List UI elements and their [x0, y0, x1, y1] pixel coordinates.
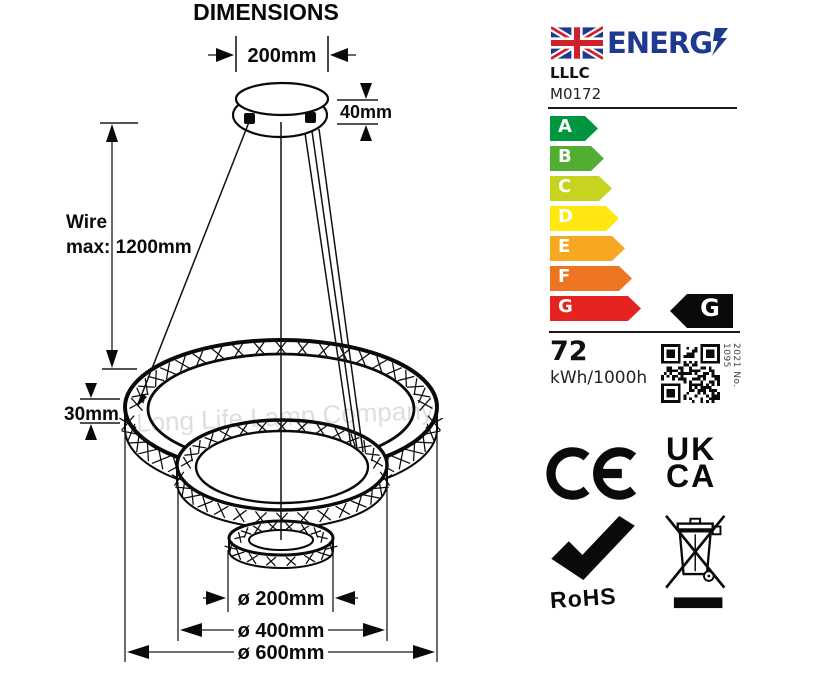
energy-grade-row-A: A [550, 116, 641, 141]
energy-grade-letter-A: A [558, 116, 572, 137]
energy-grade-bar-G [550, 296, 641, 321]
energy-grade-row-G: G [550, 296, 641, 321]
energy-grade-letter-F: F [558, 266, 571, 287]
energy-grade-row-F: F [550, 266, 641, 291]
dim-inner-diameter: ø 200mm [203, 588, 358, 610]
energy-rating-letter: G [700, 294, 720, 322]
energy-grade-bar-C [550, 176, 612, 201]
model-identifier: M0172 [550, 85, 602, 103]
energy-grade-row-B: B [550, 146, 641, 171]
ukca-mark: UK CA [666, 431, 717, 495]
dim-label-middle-diameter: ø 400mm [238, 620, 325, 642]
regulation-number: 2021 No. 1095 [721, 343, 741, 388]
divider [548, 107, 737, 109]
rohs-label: RoHS [549, 582, 618, 614]
ring-200mm [224, 519, 338, 569]
suspension-wires [137, 121, 364, 540]
weee-bin-icon [665, 514, 726, 609]
lightning-bolt-icon [712, 28, 728, 56]
energy-grade-row-E: E [550, 236, 641, 261]
ring-400mm [171, 418, 393, 529]
dim-label-canopy-width: 200mm [248, 45, 317, 67]
canopy-screw [244, 113, 255, 124]
weee-bar [673, 597, 723, 609]
dimensions-diagram: DIMENSIONS 200mm 40mm [64, 0, 443, 664]
dim-label-wire-2: max: 1200mm [66, 237, 192, 258]
energy-consumption-unit: kWh/1000h [550, 368, 648, 388]
qr-code [661, 344, 720, 403]
energy-grade-bar-B [550, 146, 604, 171]
energy-grade-bar-F [550, 266, 632, 291]
checkmark-icon [551, 516, 635, 581]
energy-grade-letter-B: B [558, 146, 572, 167]
dim-canopy-width: 200mm [208, 36, 356, 72]
energy-grade-row-D: D [550, 206, 641, 231]
energy-grade-bar-E [550, 236, 625, 261]
divider [549, 331, 740, 333]
energy-grade-letter-D: D [558, 206, 573, 227]
dim-label-canopy-height: 40mm [340, 102, 392, 122]
energy-grade-letter-E: E [558, 236, 571, 257]
dim-label-outer-diameter: ø 600mm [238, 642, 325, 664]
dim-ring-thickness: 30mm [64, 383, 120, 440]
page-title: DIMENSIONS [193, 0, 339, 25]
rohs-mark: RoHS [549, 516, 645, 613]
ce-mark-icon [546, 447, 637, 500]
dim-canopy-height: 40mm [337, 83, 392, 141]
energy-grade-row-C: C [550, 176, 641, 201]
canopy-screw [305, 112, 316, 123]
dim-label-wire-1: Wire [66, 212, 107, 233]
ukca-line2: CA [666, 458, 717, 495]
energy-grade-letter-C: C [558, 176, 572, 197]
supplier-name: LLLC [550, 64, 590, 82]
energy-grade-bar-D [550, 206, 619, 231]
dim-middle-diameter: ø 400mm [180, 620, 385, 642]
ceiling-canopy [231, 81, 330, 139]
dim-wire-length: Wire max: 1200mm [66, 122, 192, 370]
extension-lines [124, 432, 438, 662]
ukca-line1: UK [666, 431, 717, 467]
dim-label-ring-thickness: 30mm [64, 404, 119, 425]
energy-logo-text: ENERG [607, 26, 713, 60]
uk-flag-icon [551, 26, 603, 60]
energy-rating-indicator: G [670, 294, 733, 328]
energy-consumption-value: 72 [550, 336, 588, 367]
dim-label-inner-diameter: ø 200mm [238, 588, 325, 610]
dim-outer-diameter: ø 600mm [127, 642, 435, 664]
energy-grade-letter-G: G [558, 296, 573, 317]
